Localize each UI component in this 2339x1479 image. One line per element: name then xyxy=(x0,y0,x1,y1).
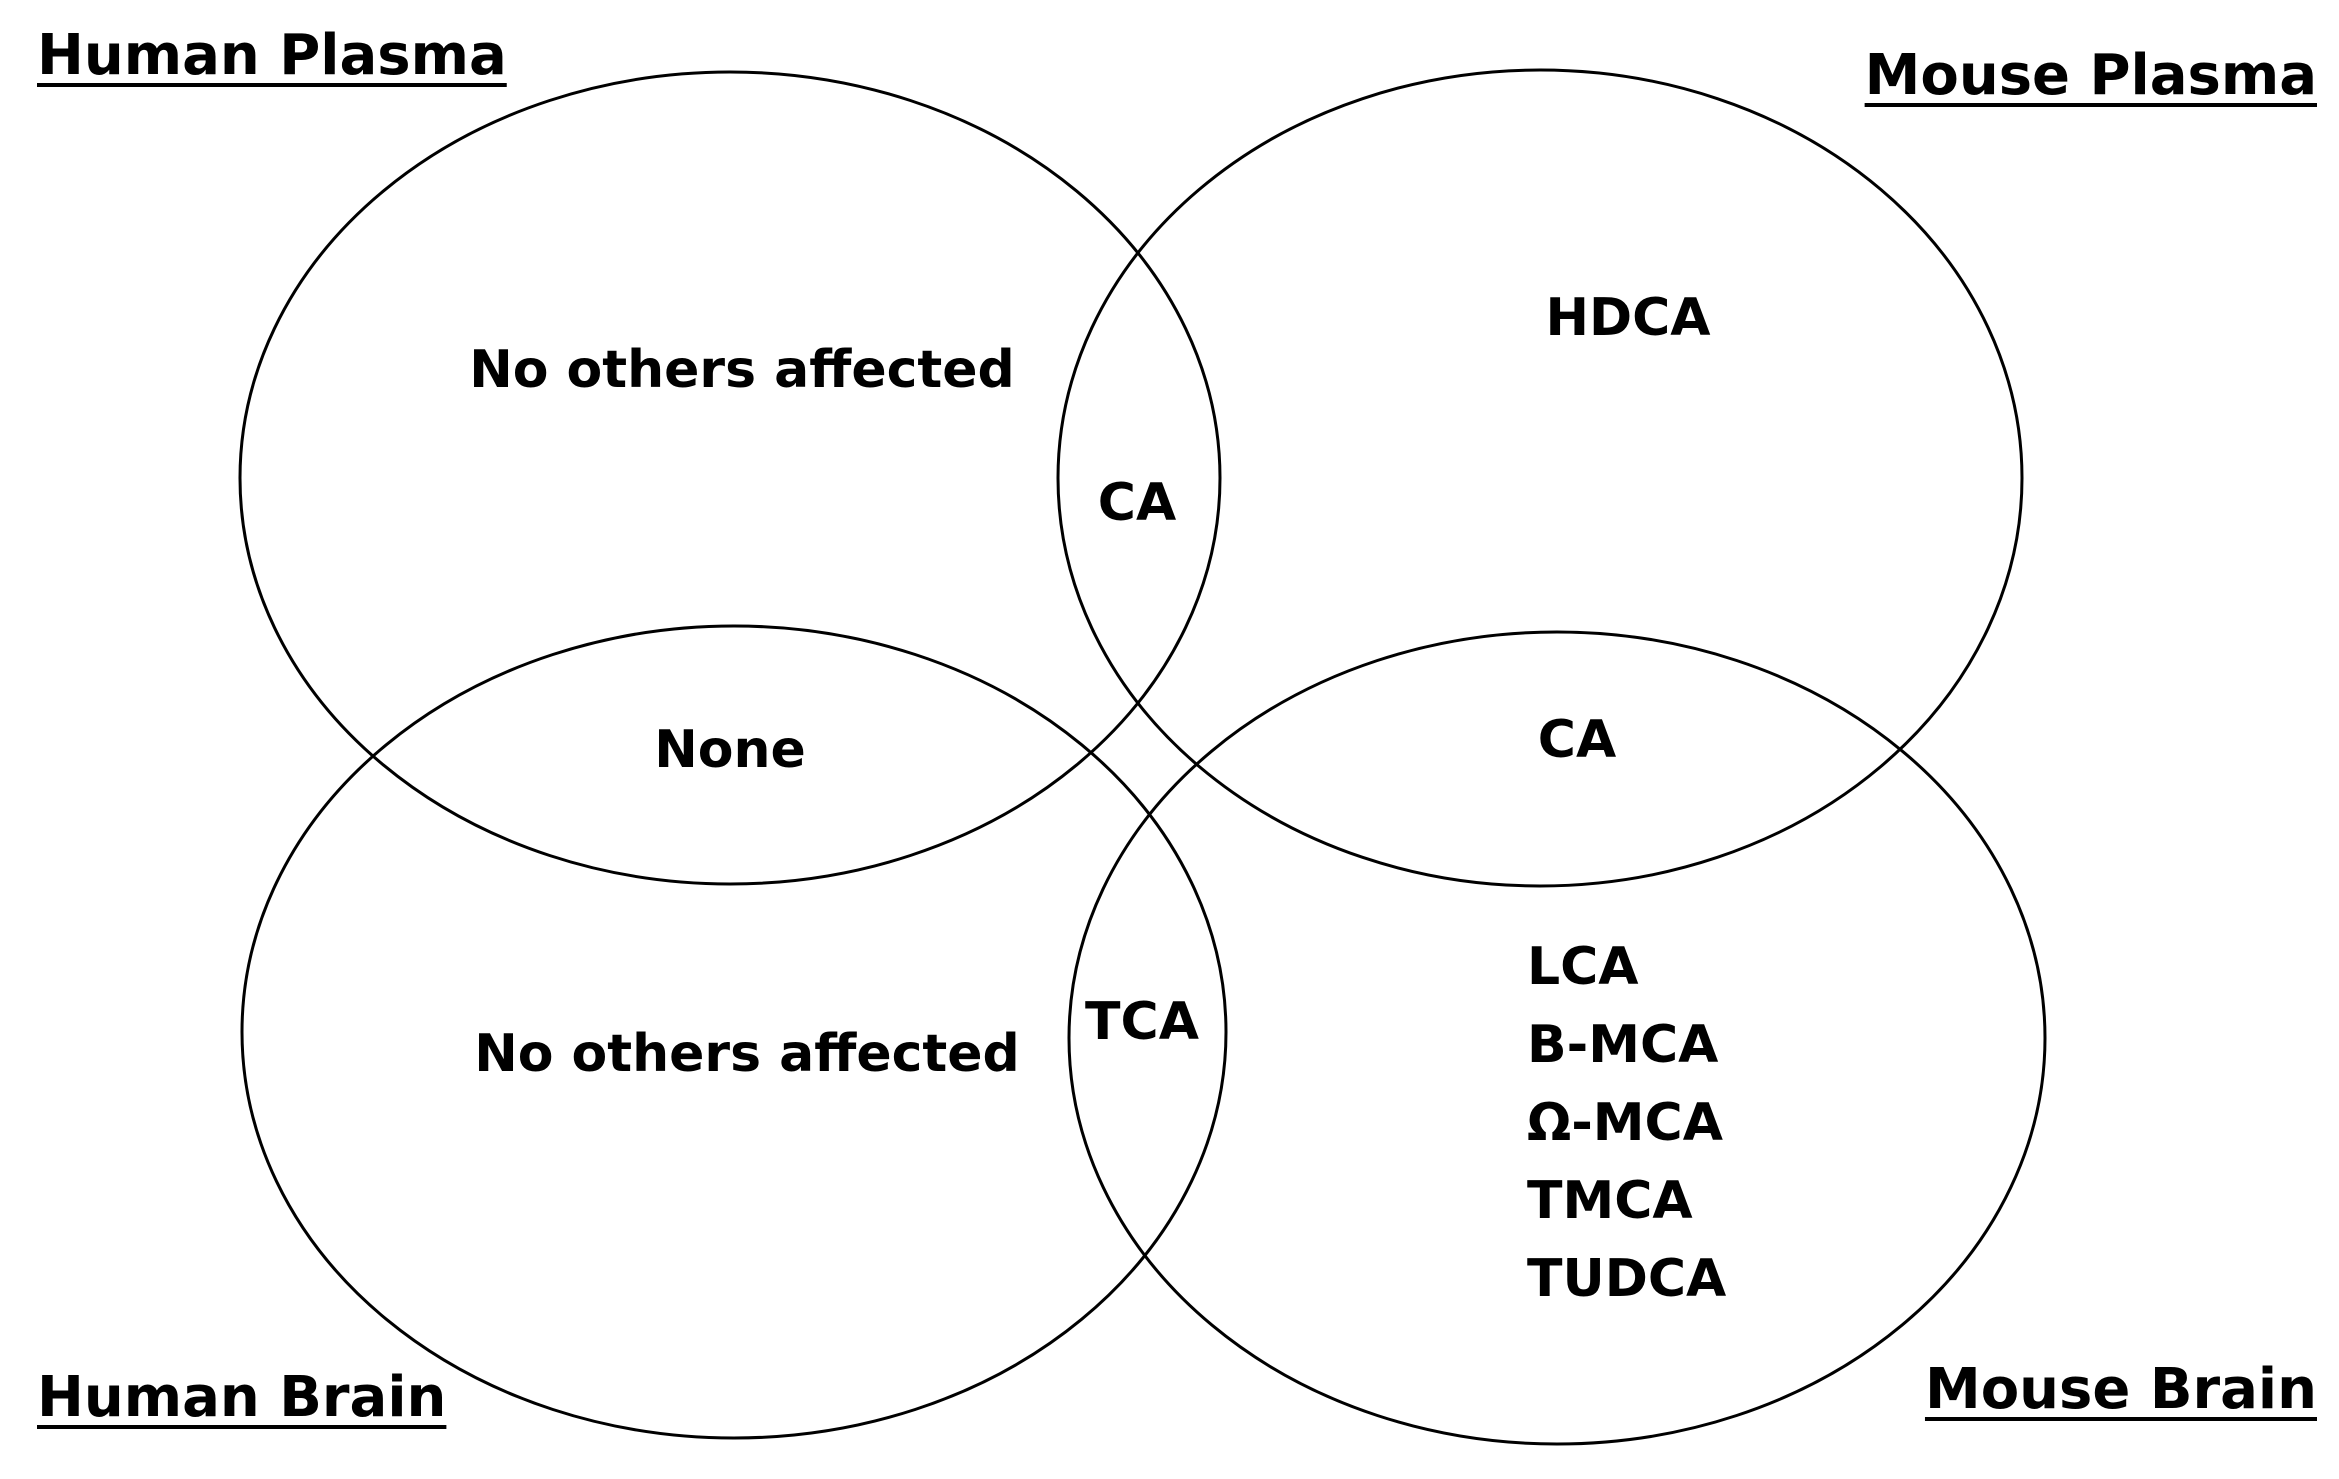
list-item: LCA xyxy=(1527,937,1639,997)
list-item: TUDCA xyxy=(1527,1249,1727,1309)
mouse-plasma-mouse-brain-label: CA xyxy=(1537,710,1617,770)
mouse-plasma-ellipse xyxy=(1056,68,2024,888)
human-plasma-mouse-plasma-label: CA xyxy=(1097,473,1177,533)
human-brain-ellipse xyxy=(240,624,1228,1440)
human-brain-label: Human Brain xyxy=(37,1365,447,1430)
human-plasma-ellipse xyxy=(238,70,1222,886)
human-plasma-human-brain-label: None xyxy=(654,720,806,780)
human-brain-only-label: No others affected xyxy=(474,1024,1020,1084)
mouse-brain-label: Mouse Brain xyxy=(1924,1357,2317,1422)
human-brain-mouse-brain-label: TCA xyxy=(1085,992,1199,1052)
list-item: TMCA xyxy=(1527,1171,1693,1231)
list-item: B-MCA xyxy=(1527,1015,1719,1075)
human-plasma-only-label: No others affected xyxy=(469,340,1015,400)
human-plasma-label: Human Plasma xyxy=(37,23,507,88)
mouse-plasma-only-label: HDCA xyxy=(1545,288,1711,348)
mouse-plasma-label: Mouse Plasma xyxy=(1864,43,2317,108)
mouse-brain-only-list: LCA B-MCA Ω-MCA TMCA TUDCA xyxy=(1527,928,1726,1318)
list-item: Ω-MCA xyxy=(1527,1093,1723,1153)
mouse-brain-ellipse xyxy=(1067,630,2047,1446)
